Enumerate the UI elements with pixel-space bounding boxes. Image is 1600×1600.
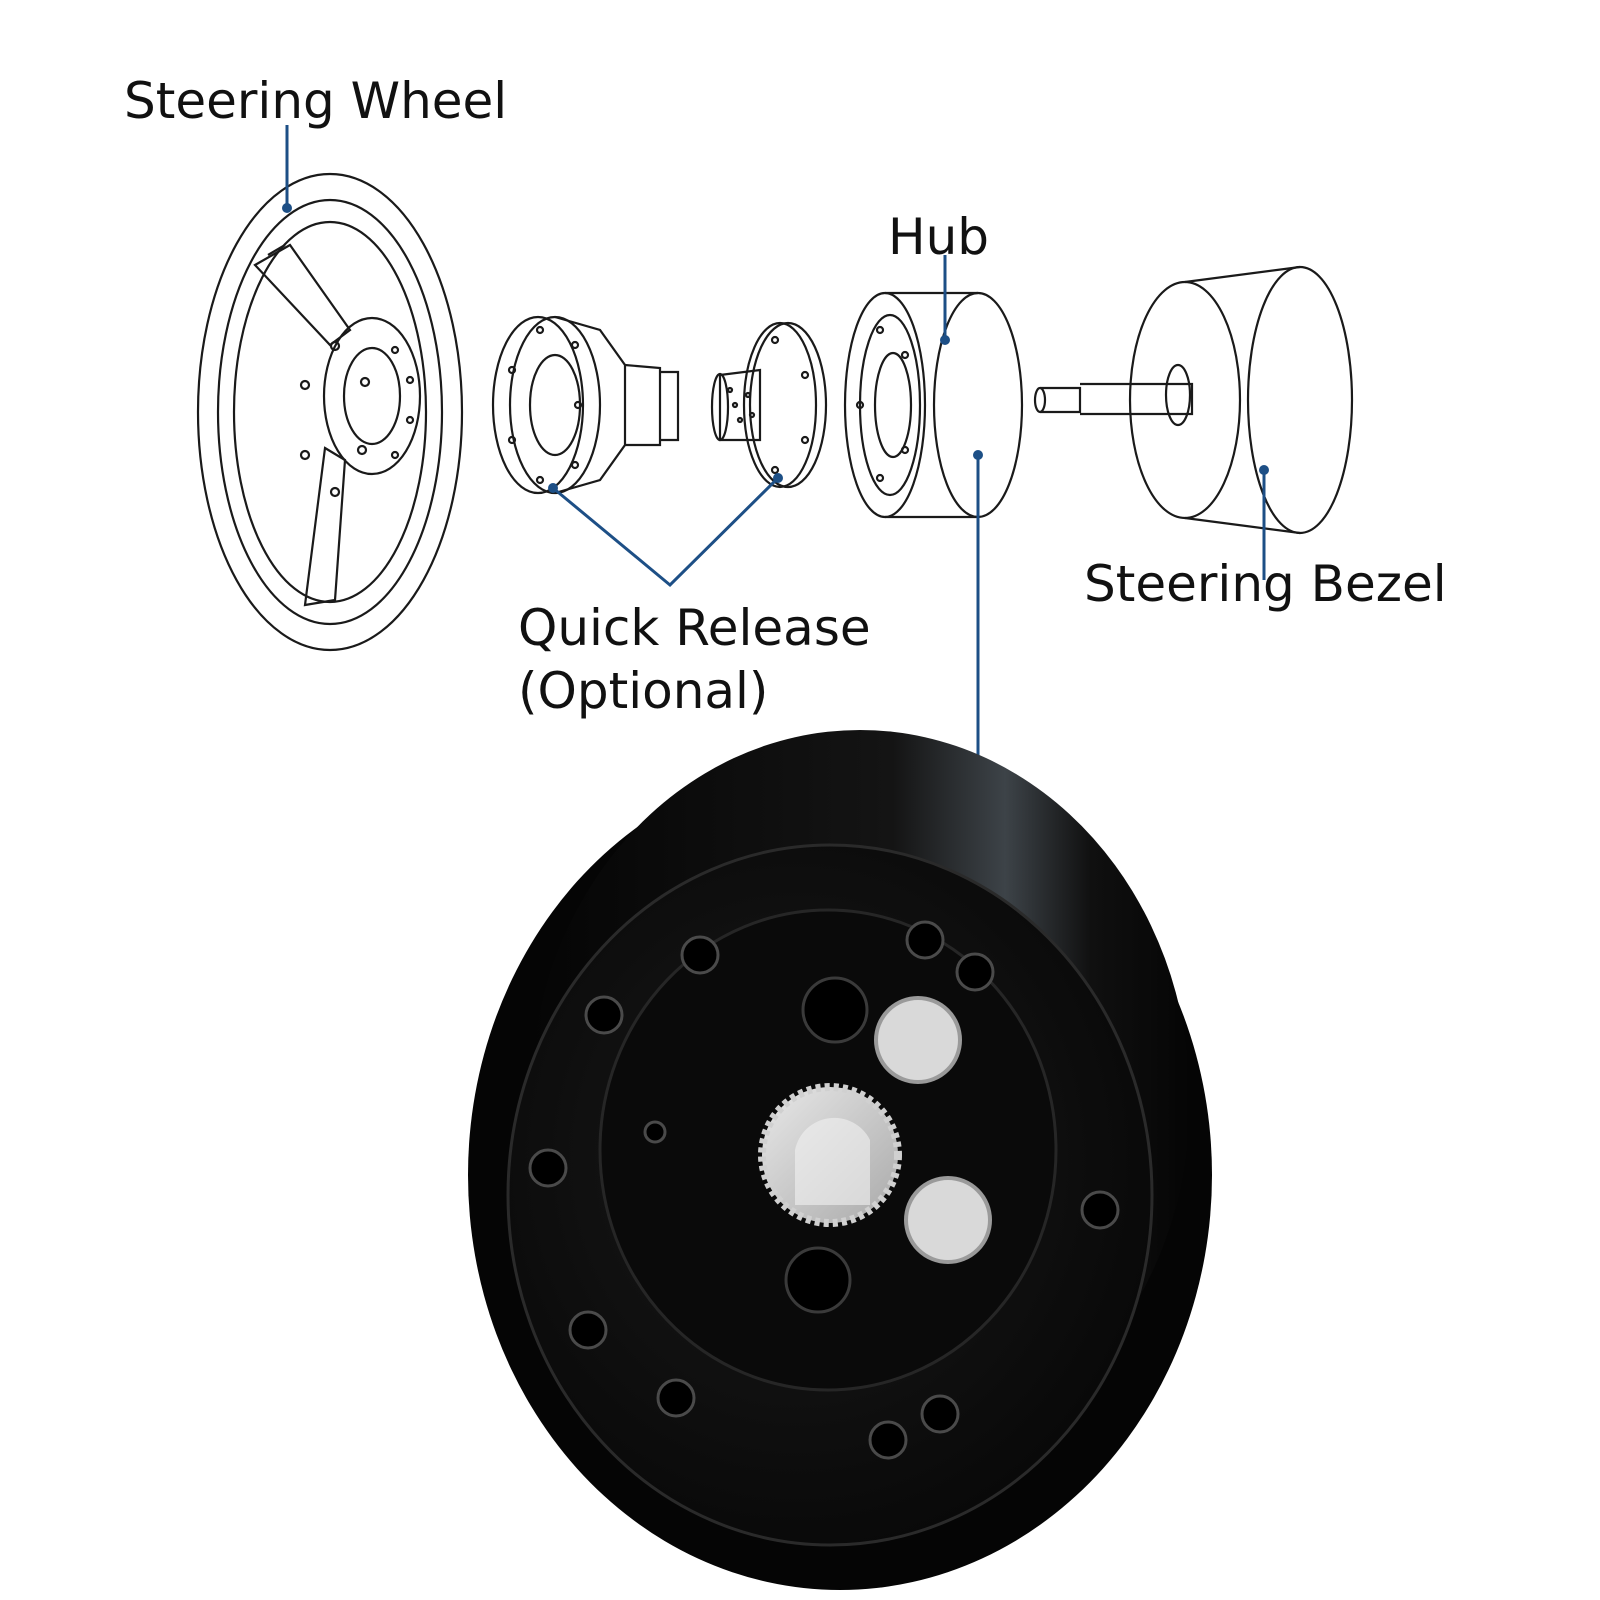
hub-adapter-photo [468,730,1212,1590]
steering-column-drawing [1033,382,1194,416]
quick-release-label-line2: (Optional) [518,661,769,720]
steering-bezel-drawing [1128,265,1354,535]
callout-dots [282,203,1269,493]
callout-quick-release [552,476,780,588]
steering-bezel-label: Steering Bezel [1084,555,1447,613]
steering-wheel-label: Steering Wheel [124,72,508,130]
quick-release-label: Quick Release (Optional) [518,597,871,722]
quick-release-adapter-drawing [491,315,680,495]
quick-release-hub-drawing [710,321,828,489]
quick-release-label-line1: Quick Release [518,599,871,657]
hub-drawing [843,291,1024,519]
hub-label: Hub [888,208,990,266]
steering-wheel-drawing [196,172,464,652]
